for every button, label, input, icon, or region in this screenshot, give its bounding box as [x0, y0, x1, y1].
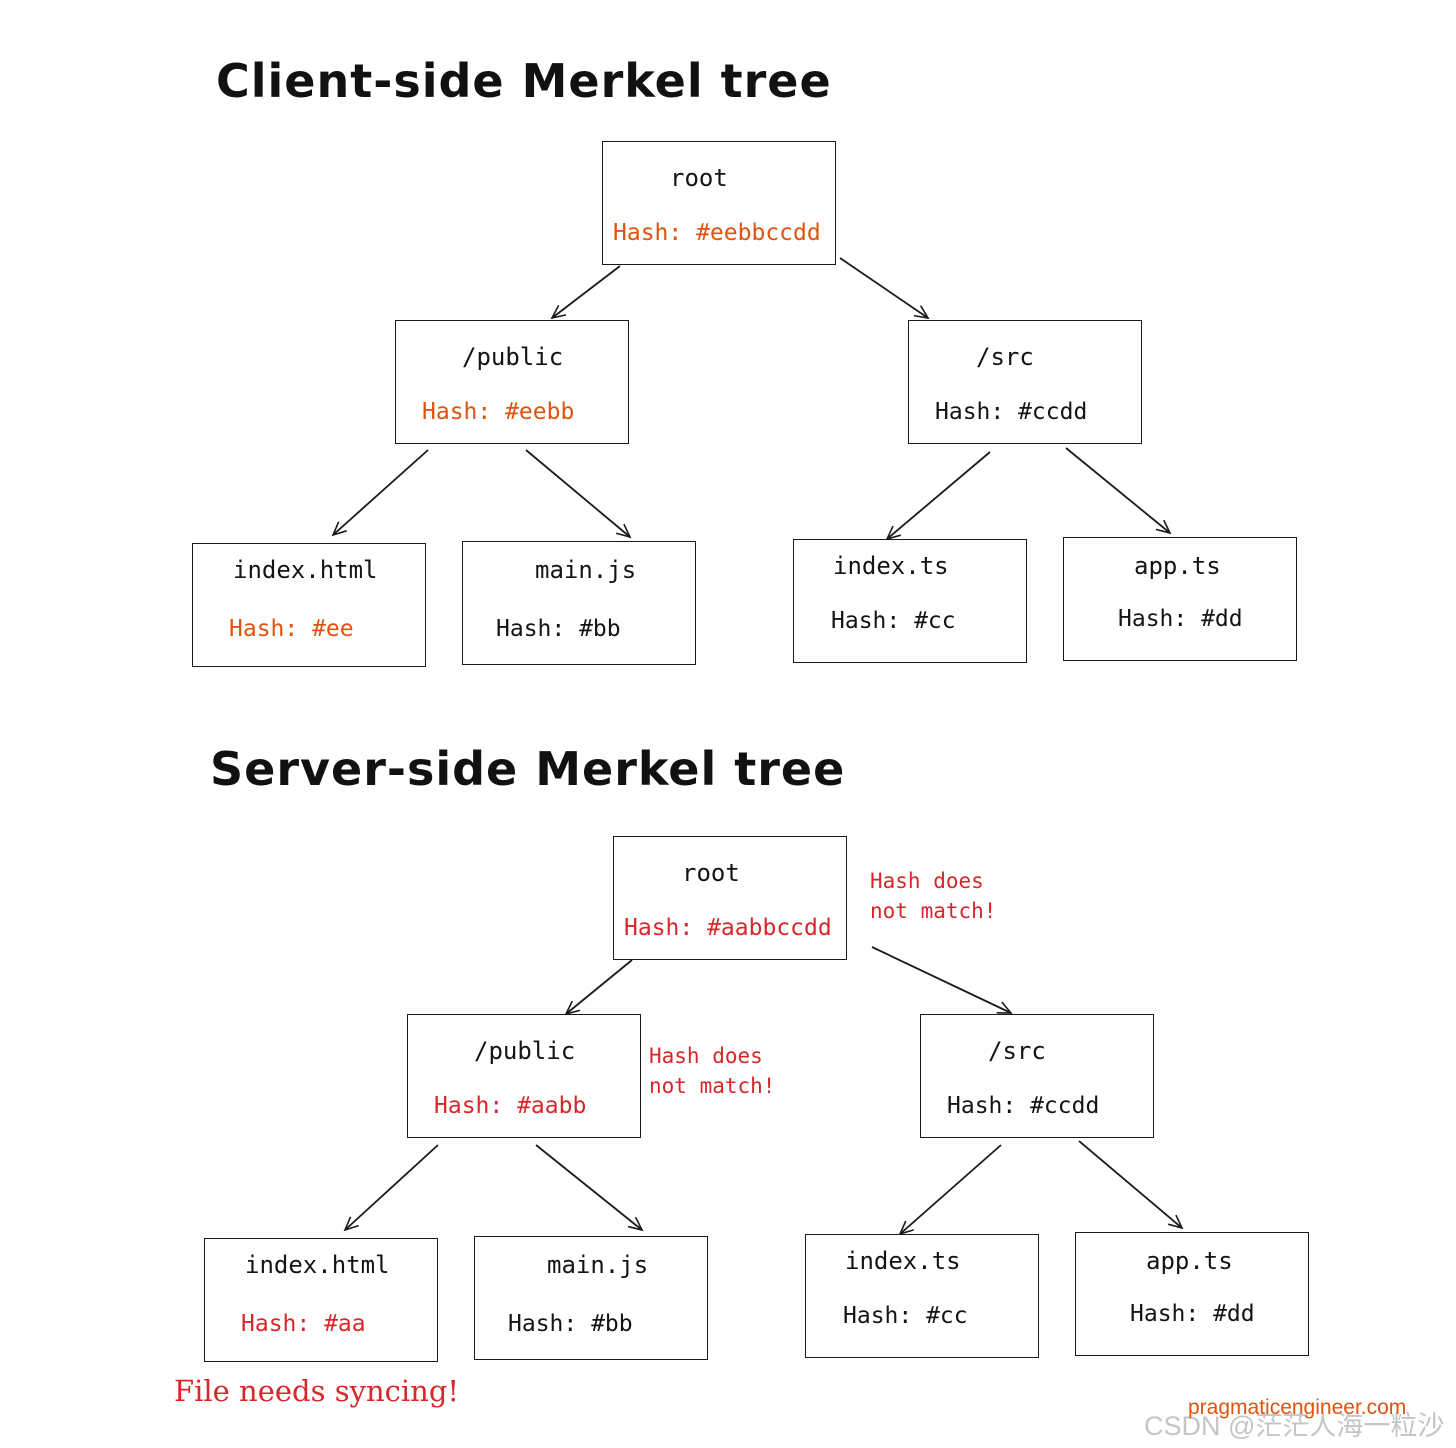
client-main-js-node: main.js Hash: #bb — [462, 541, 696, 665]
public-mismatch-note: Hash does not match! — [649, 1041, 775, 1101]
server-tree-title: Server-side Merkel tree — [210, 742, 846, 796]
edge-server-public-indexhtml — [343, 1144, 439, 1232]
node-hash: Hash: #cc — [831, 608, 956, 634]
root-mismatch-note: Hash does not match! — [870, 866, 996, 926]
edge-client-public-indexhtml — [331, 449, 429, 537]
node-hash: Hash: #bb — [508, 1311, 633, 1337]
client-tree-title: Client-side Merkel tree — [216, 54, 832, 108]
node-hash: Hash: #dd — [1130, 1301, 1255, 1327]
edge-client-root-public — [550, 265, 621, 320]
node-name: main.js — [547, 1251, 649, 1279]
node-name: /src — [988, 1037, 1046, 1065]
node-name: index.html — [245, 1251, 390, 1279]
edge-server-src-appts — [1078, 1140, 1184, 1230]
server-root-node: root Hash: #aabbccdd — [613, 836, 847, 960]
edge-server-public-mainjs — [535, 1144, 644, 1232]
edge-client-public-mainjs — [525, 449, 632, 539]
server-main-js-node: main.js Hash: #bb — [474, 1236, 708, 1360]
client-index-html-node: index.html Hash: #ee — [192, 543, 426, 667]
node-hash: Hash: #bb — [496, 616, 621, 642]
node-name: root — [682, 859, 740, 887]
client-src-node: /src Hash: #ccdd — [908, 320, 1142, 444]
node-hash: Hash: #aa — [241, 1311, 366, 1337]
edge-client-src-indexts — [885, 451, 991, 541]
node-hash: Hash: #eebb — [422, 399, 575, 425]
note-line: not match! — [870, 899, 997, 923]
node-name: /public — [474, 1037, 576, 1065]
node-hash: Hash: #ee — [229, 616, 354, 642]
node-name: index.html — [233, 556, 378, 584]
node-hash: Hash: #ccdd — [935, 399, 1088, 425]
edge-server-src-indexts — [898, 1144, 1002, 1236]
site-watermark: pragmaticengineer.com — [1188, 1396, 1407, 1419]
node-name: index.ts — [845, 1247, 961, 1275]
node-name: root — [670, 164, 728, 192]
node-hash: Hash: #cc — [843, 1303, 968, 1329]
client-index-ts-node: index.ts Hash: #cc — [793, 539, 1027, 663]
edge-server-root-src — [871, 946, 1013, 1014]
client-public-node: /public Hash: #eebb — [395, 320, 629, 444]
node-hash: Hash: #ccdd — [947, 1093, 1100, 1119]
node-name: index.ts — [833, 552, 949, 580]
node-hash: Hash: #aabbccdd — [624, 915, 832, 941]
node-hash: Hash: #dd — [1118, 606, 1243, 632]
server-app-ts-node: app.ts Hash: #dd — [1075, 1232, 1309, 1356]
node-hash: Hash: #eebbccdd — [613, 220, 821, 246]
server-public-node: /public Hash: #aabb — [407, 1014, 641, 1138]
client-root-node: root Hash: #eebbccdd — [602, 141, 836, 265]
csdn-watermark: CSDN @茫茫人海一粒沙 — [1144, 1411, 1445, 1441]
server-index-html-node: index.html Hash: #aa — [204, 1238, 438, 1362]
file-sync-note: File needs syncing! — [174, 1374, 460, 1408]
node-name: /public — [462, 343, 564, 371]
node-name: /src — [976, 343, 1034, 371]
client-app-ts-node: app.ts Hash: #dd — [1063, 537, 1297, 661]
note-line: Hash does — [870, 869, 984, 893]
server-src-node: /src Hash: #ccdd — [920, 1014, 1154, 1138]
node-hash: Hash: #aabb — [434, 1093, 587, 1119]
edge-client-src-appts — [1065, 447, 1172, 535]
server-index-ts-node: index.ts Hash: #cc — [805, 1234, 1039, 1358]
edge-server-root-public — [564, 959, 633, 1016]
edge-client-root-src — [839, 257, 930, 320]
note-line: not match! — [649, 1074, 776, 1098]
node-name: app.ts — [1146, 1247, 1233, 1275]
node-name: app.ts — [1134, 552, 1221, 580]
node-name: main.js — [535, 556, 637, 584]
note-line: Hash does — [649, 1044, 763, 1068]
